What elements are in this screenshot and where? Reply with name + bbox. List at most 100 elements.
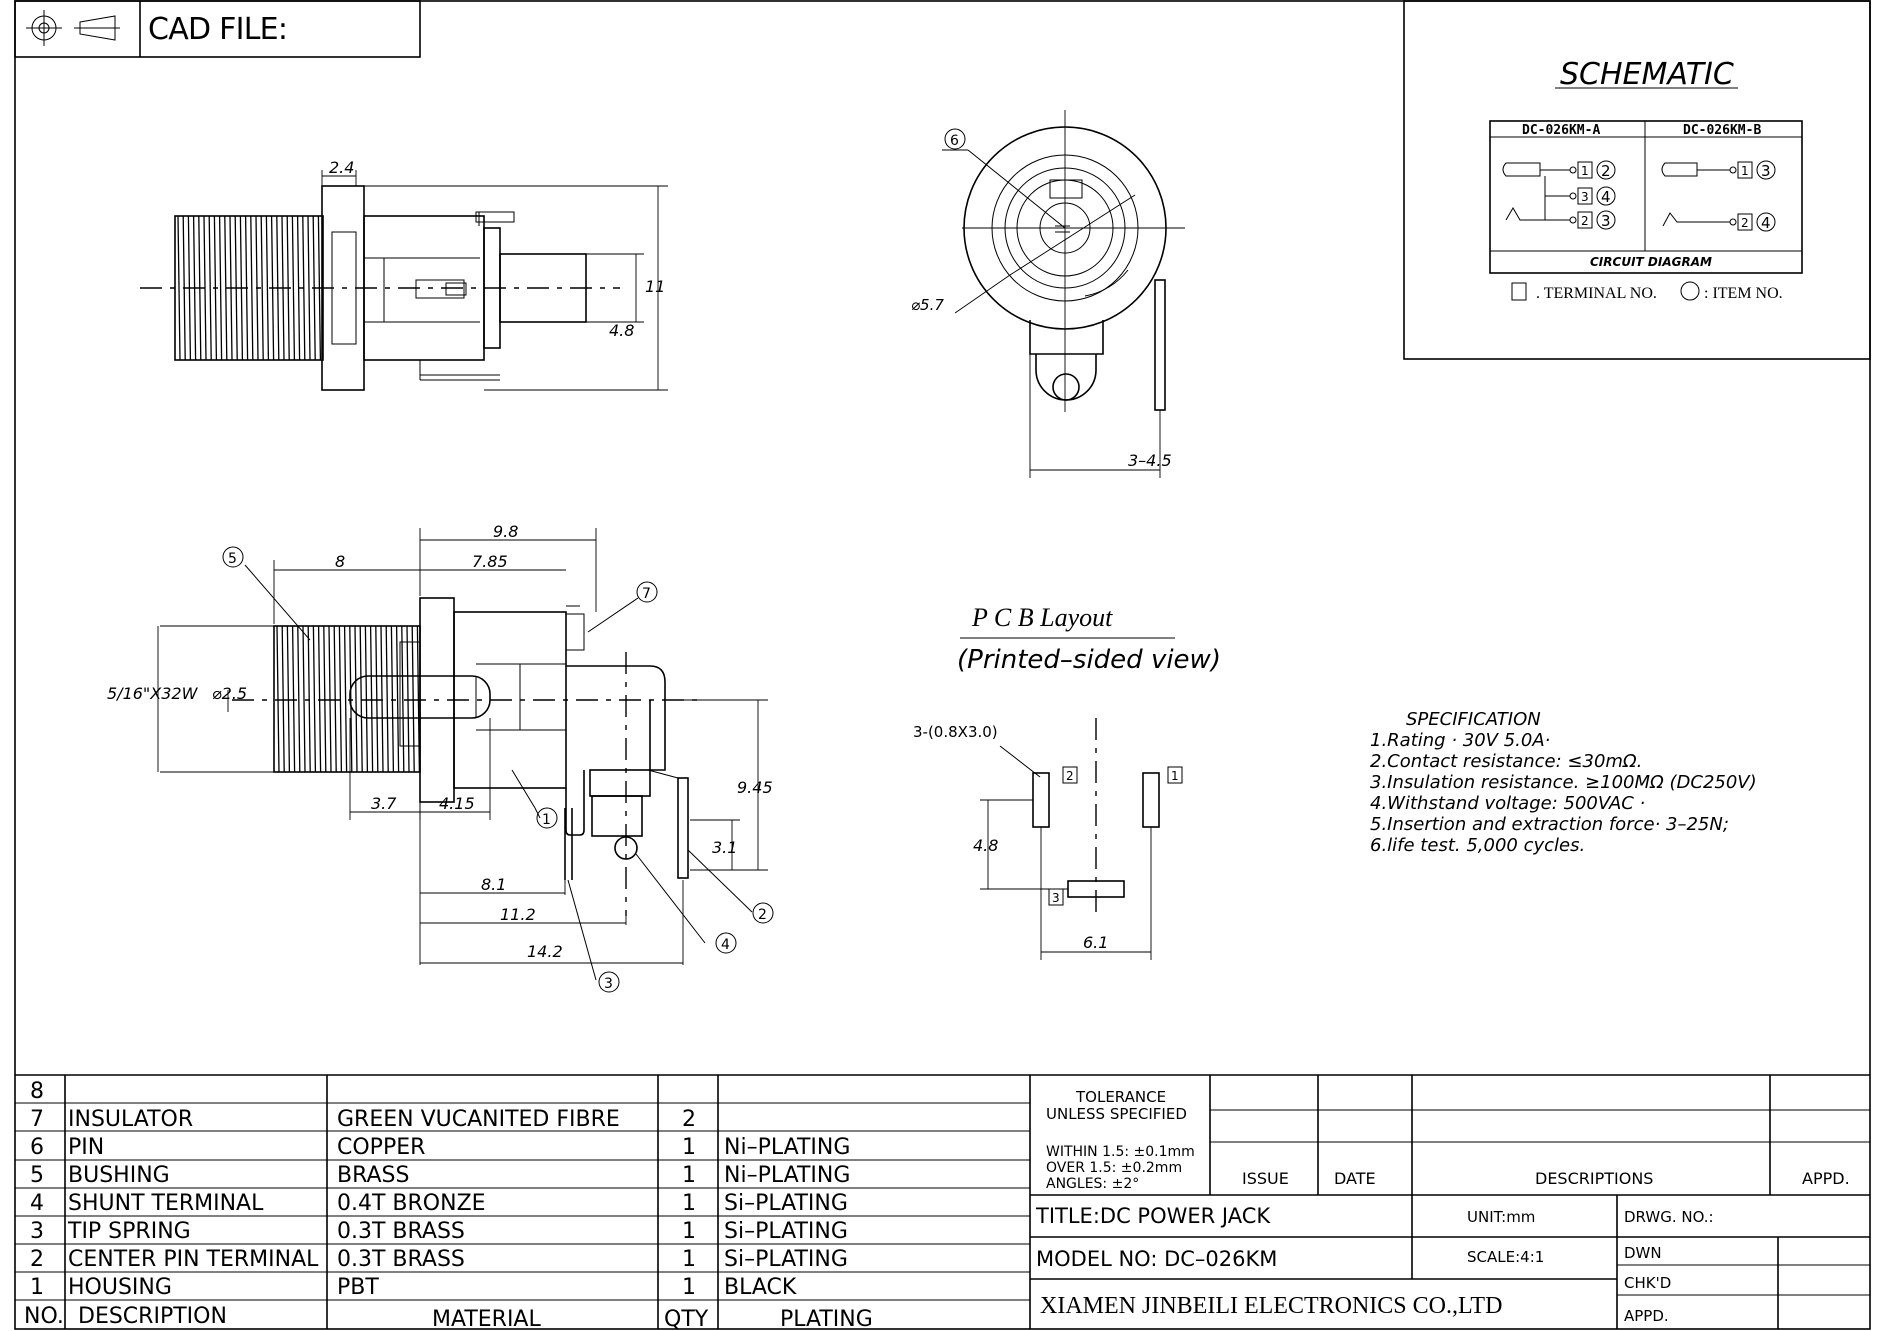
thread-line	[338, 625, 343, 773]
dim-dia-2-5: ⌀2.5	[212, 684, 247, 703]
bom-header-material: MATERIAL	[432, 1307, 541, 1331]
bom-cell-plating: BLACK	[724, 1275, 797, 1300]
thread-line	[281, 625, 285, 773]
thread-line	[307, 215, 311, 361]
side-view-bottom: 9.8 8 7.85 5/16"X32W ⌀2.5 3.7 4.15 9.45 …	[107, 522, 774, 993]
thread-line	[297, 625, 301, 773]
drawing-title: TITLE:DC POWER JACK	[1035, 1204, 1271, 1228]
bom-cell-description: INSULATOR	[68, 1107, 193, 1132]
thread-line	[177, 215, 181, 361]
pcb-layout: P C B Layout (Printed–sided view) 2 1 3 …	[913, 603, 1221, 960]
thread-line	[401, 625, 405, 773]
thread-line	[364, 625, 369, 773]
bom-cell-qty: 1	[682, 1191, 696, 1216]
svg-text:4: 4	[1601, 188, 1611, 206]
thread-line	[218, 215, 223, 361]
schematic-legend: . TERMINAL NO. : ITEM NO.	[1511, 281, 1783, 302]
svg-text:3: 3	[1761, 162, 1771, 180]
callout-2: 2	[758, 907, 767, 923]
dim-2-4: 2.4	[329, 158, 354, 177]
front-view: 6 ⌀5.7 3–4.5	[911, 110, 1185, 478]
dim-9-45: 9.45	[737, 778, 773, 797]
dim-9-8: 9.8	[493, 522, 518, 541]
chkd-label: CHK'D	[1624, 1274, 1671, 1292]
dim-3-7: 3.7	[371, 794, 397, 813]
bom-header-plating: PLATING	[780, 1307, 873, 1331]
thread-line	[208, 215, 212, 361]
dim-4-8: 4.8	[609, 321, 634, 340]
legend-terminal-label: . TERMINAL NO.	[1536, 285, 1657, 302]
pcb-layout-subtitle: (Printed–sided view)	[957, 645, 1221, 675]
bom-cell-description: SHUNT TERMINAL	[68, 1191, 264, 1216]
bom-row: 8	[30, 1079, 44, 1104]
schematic-caption: CIRCUIT DIAGRAM	[1590, 255, 1712, 269]
dim-11: 11	[645, 277, 665, 296]
callout-3: 3	[604, 976, 613, 992]
dim-7-85: 7.85	[472, 552, 508, 571]
bom-header-no: NO.	[24, 1304, 64, 1329]
thread-line	[343, 625, 348, 773]
dim-6-1: 6.1	[1083, 933, 1108, 952]
spec-line-1: 1.Rating · 30V 5.0A·	[1370, 730, 1550, 751]
dim-dia-5-7: ⌀5.7	[911, 296, 944, 314]
thread-line	[416, 625, 421, 773]
bom-header-row: NO. DESCRIPTION MATERIAL QTY PLATING	[24, 1304, 873, 1331]
unit-label: UNIT:mm	[1467, 1208, 1535, 1226]
bom-cell-qty: 2	[682, 1107, 696, 1132]
callout-4: 4	[721, 937, 730, 953]
cad-header-box: CAD FILE:	[14, 0, 421, 58]
callout-5: 5	[228, 551, 237, 567]
bom-cell-material: PBT	[337, 1275, 379, 1300]
thread-line	[359, 625, 363, 773]
cad-file-label: CAD FILE:	[148, 12, 288, 47]
bom-cell-no: 6	[30, 1135, 44, 1160]
bom-cell-plating: Si–PLATING	[724, 1247, 848, 1272]
tolerance-within: WITHIN 1.5: ±0.1mm	[1046, 1144, 1195, 1160]
schematic-title: SCHEMATIC	[1560, 57, 1734, 92]
svg-text:1: 1	[1171, 769, 1179, 783]
callout-7: 7	[642, 586, 651, 602]
thread-line	[250, 215, 254, 361]
dim-slot-size: 3-(0.8X3.0)	[913, 723, 998, 741]
bom-header-qty: QTY	[664, 1307, 709, 1331]
pcb-pad-label-2: 2	[1062, 766, 1078, 784]
dim-4-15: 4.15	[439, 794, 475, 813]
thread-line	[395, 625, 400, 773]
bom-cell-qty: 1	[682, 1247, 696, 1272]
bom-cell-material: 0.3T BRASS	[337, 1247, 465, 1272]
issue-header: ISSUE	[1242, 1169, 1289, 1188]
bom-cell-material: COPPER	[337, 1135, 425, 1160]
side-view-top: 2.4 11 4.8	[140, 158, 668, 391]
schematic-col-b: DC-026KM-B	[1683, 123, 1761, 138]
thread-line	[406, 625, 410, 773]
bom-cell-plating: Si–PLATING	[724, 1191, 848, 1216]
schematic-col-a: DC-026KM-A	[1522, 123, 1600, 138]
thread-line	[411, 625, 415, 773]
svg-text:2: 2	[1601, 162, 1611, 180]
thread-line	[375, 625, 379, 773]
bom-cell-description: CENTER PIN TERMINAL	[68, 1247, 319, 1272]
pcb-layout-title: P C B Layout	[971, 603, 1113, 632]
thread-line	[291, 215, 296, 361]
tolerance-line-1: TOLERANCE	[1075, 1088, 1166, 1106]
schematic-panel: SCHEMATIC DC-026KM-A DC-026KM-B CIRCUIT …	[1403, 0, 1871, 360]
bom-cell-plating: Ni–PLATING	[724, 1163, 850, 1188]
appd-label: APPD.	[1624, 1307, 1669, 1325]
thread-line	[260, 215, 264, 361]
model-number: MODEL NO: DC–026KM	[1036, 1247, 1277, 1271]
bom-cell-material: GREEN VUCANITED FIBRE	[337, 1107, 620, 1132]
legend-item-label: : ITEM NO.	[1704, 285, 1783, 302]
thread-hatch-top	[177, 215, 322, 361]
scale-label: SCALE:4:1	[1467, 1248, 1544, 1266]
appd-header: APPD.	[1802, 1169, 1850, 1188]
thread-line	[323, 625, 327, 773]
bom-cell-no: 2	[30, 1247, 44, 1272]
svg-text:3: 3	[1052, 891, 1060, 905]
spec-line-6: 6.life test. 5,000 cycles.	[1370, 835, 1585, 856]
